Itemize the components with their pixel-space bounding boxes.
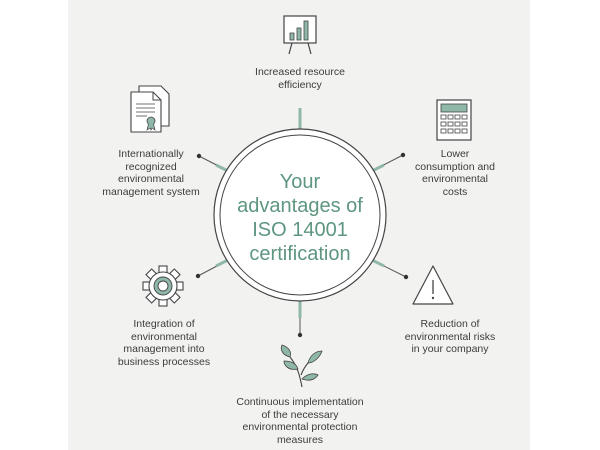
- certificate-document-icon: [130, 85, 170, 133]
- benefit-label-resource-efficiency: Increased resource efficiency: [230, 66, 370, 91]
- benefit-line: Integration of: [133, 318, 195, 330]
- benefit-label-continuous-protection: Continuous implementation of the necessa…: [222, 396, 378, 446]
- benefit-line: environmental: [422, 173, 488, 185]
- spoke-dot: [400, 152, 406, 158]
- benefit-line: Increased resource: [255, 66, 345, 78]
- benefit-line: management into: [123, 343, 205, 355]
- gear-icon: [142, 265, 184, 307]
- benefit-line: consumption and: [415, 160, 495, 173]
- benefit-line: environmental protection: [242, 421, 358, 433]
- warning-triangle-icon: [412, 265, 454, 305]
- benefit-line: of the necessary: [261, 408, 339, 421]
- center-inner-circle: [219, 134, 381, 296]
- plant-sprout-icon: [280, 344, 323, 388]
- benefit-line: environmental: [118, 173, 184, 185]
- spoke-dot: [195, 273, 201, 279]
- benefit-line: Reduction of: [420, 318, 480, 330]
- spoke-dot: [403, 274, 409, 280]
- benefit-line: Lower: [440, 148, 470, 160]
- center-title: Your advantages of ISO 14001 certificati…: [215, 170, 385, 266]
- benefit-label-lower-costs: Lower consumption and environmental cost…: [400, 148, 510, 198]
- benefit-line: Internationally: [118, 148, 184, 160]
- center-title-line: Your: [279, 171, 321, 193]
- benefit-line: management system: [102, 185, 200, 198]
- benefit-line: business processes: [117, 355, 211, 368]
- benefit-line: measures: [276, 433, 324, 446]
- benefit-line: costs: [442, 185, 468, 198]
- benefit-label-risk-reduction: Reduction of environmental risks in your…: [385, 318, 515, 356]
- calculator-icon: [436, 99, 472, 141]
- benefit-line: environmental risks: [404, 330, 496, 343]
- center-title-line: certification: [249, 243, 351, 265]
- spoke-dot: [196, 153, 202, 159]
- center-title-line: ISO 14001: [252, 219, 348, 241]
- chart-board-icon: [283, 15, 317, 55]
- benefit-label-recognized-system: Internationally recognized environmental…: [92, 148, 210, 198]
- benefit-line: efficiency: [278, 78, 322, 91]
- benefit-line: in your company: [411, 343, 489, 355]
- spoke-dot: [297, 332, 303, 338]
- benefit-line: recognized: [125, 160, 177, 173]
- benefit-line: Continuous implementation: [236, 396, 364, 408]
- benefit-label-business-integration: Integration of environmental management …: [100, 318, 228, 368]
- center-title-line: advantages of: [237, 195, 363, 217]
- spoke-bottom: [297, 300, 303, 338]
- benefit-line: environmental: [131, 330, 197, 343]
